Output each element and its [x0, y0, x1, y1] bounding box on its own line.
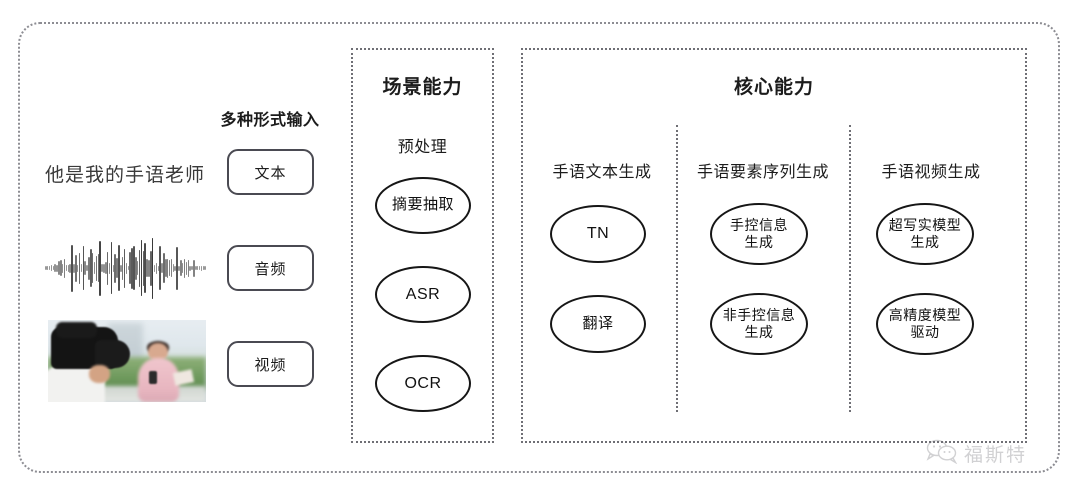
- audio-waveform: [45, 233, 207, 303]
- core-node-high-precision-model-driving[interactable]: 高精度模型驱动: [876, 293, 974, 355]
- core-capability-panel: 核心能力: [521, 48, 1027, 443]
- core-column-divider-1: [676, 125, 678, 412]
- core-node-manual-info-generation[interactable]: 手控信息生成: [710, 203, 808, 265]
- core-column-label-sign-element-sequence-generation: 手语要素序列生成: [696, 164, 829, 181]
- core-column-divider-2: [849, 125, 851, 412]
- core-node-hyperrealistic-model-generation[interactable]: 超写实模型生成: [876, 203, 974, 265]
- modality-button-video[interactable]: 视频: [227, 341, 314, 387]
- scene-node-summary-extraction[interactable]: 摘要抽取: [375, 177, 471, 234]
- core-node-tn[interactable]: TN: [550, 205, 646, 263]
- scene-capability-panel: 场景能力 预处理: [351, 48, 494, 443]
- core-panel-title: 核心能力: [733, 77, 814, 98]
- scene-group-label: 预处理: [397, 139, 448, 156]
- core-node-translation[interactable]: 翻译: [550, 295, 646, 353]
- wechat-bubbles-icon: [925, 438, 959, 469]
- video-thumbnail: [48, 320, 206, 402]
- scene-node-asr[interactable]: ASR: [375, 266, 471, 323]
- input-section-heading: 多种形式输入: [220, 112, 320, 129]
- core-column-label-sign-video-generation: 手语视频生成: [881, 164, 981, 181]
- scene-node-ocr[interactable]: OCR: [375, 355, 471, 412]
- core-node-non-manual-info-generation[interactable]: 非手控信息生成: [710, 293, 808, 355]
- watermark-text: 福斯特: [964, 445, 1028, 466]
- text-sample: 他是我的手语老师: [45, 165, 206, 186]
- modality-button-audio[interactable]: 音频: [227, 245, 314, 291]
- outer-frame: [18, 22, 1060, 473]
- core-column-label-sign-text-generation: 手语文本生成: [552, 164, 652, 181]
- scene-panel-title: 场景能力: [382, 77, 463, 98]
- watermark: 福斯特: [925, 438, 1027, 469]
- modality-button-text[interactable]: 文本: [227, 149, 314, 195]
